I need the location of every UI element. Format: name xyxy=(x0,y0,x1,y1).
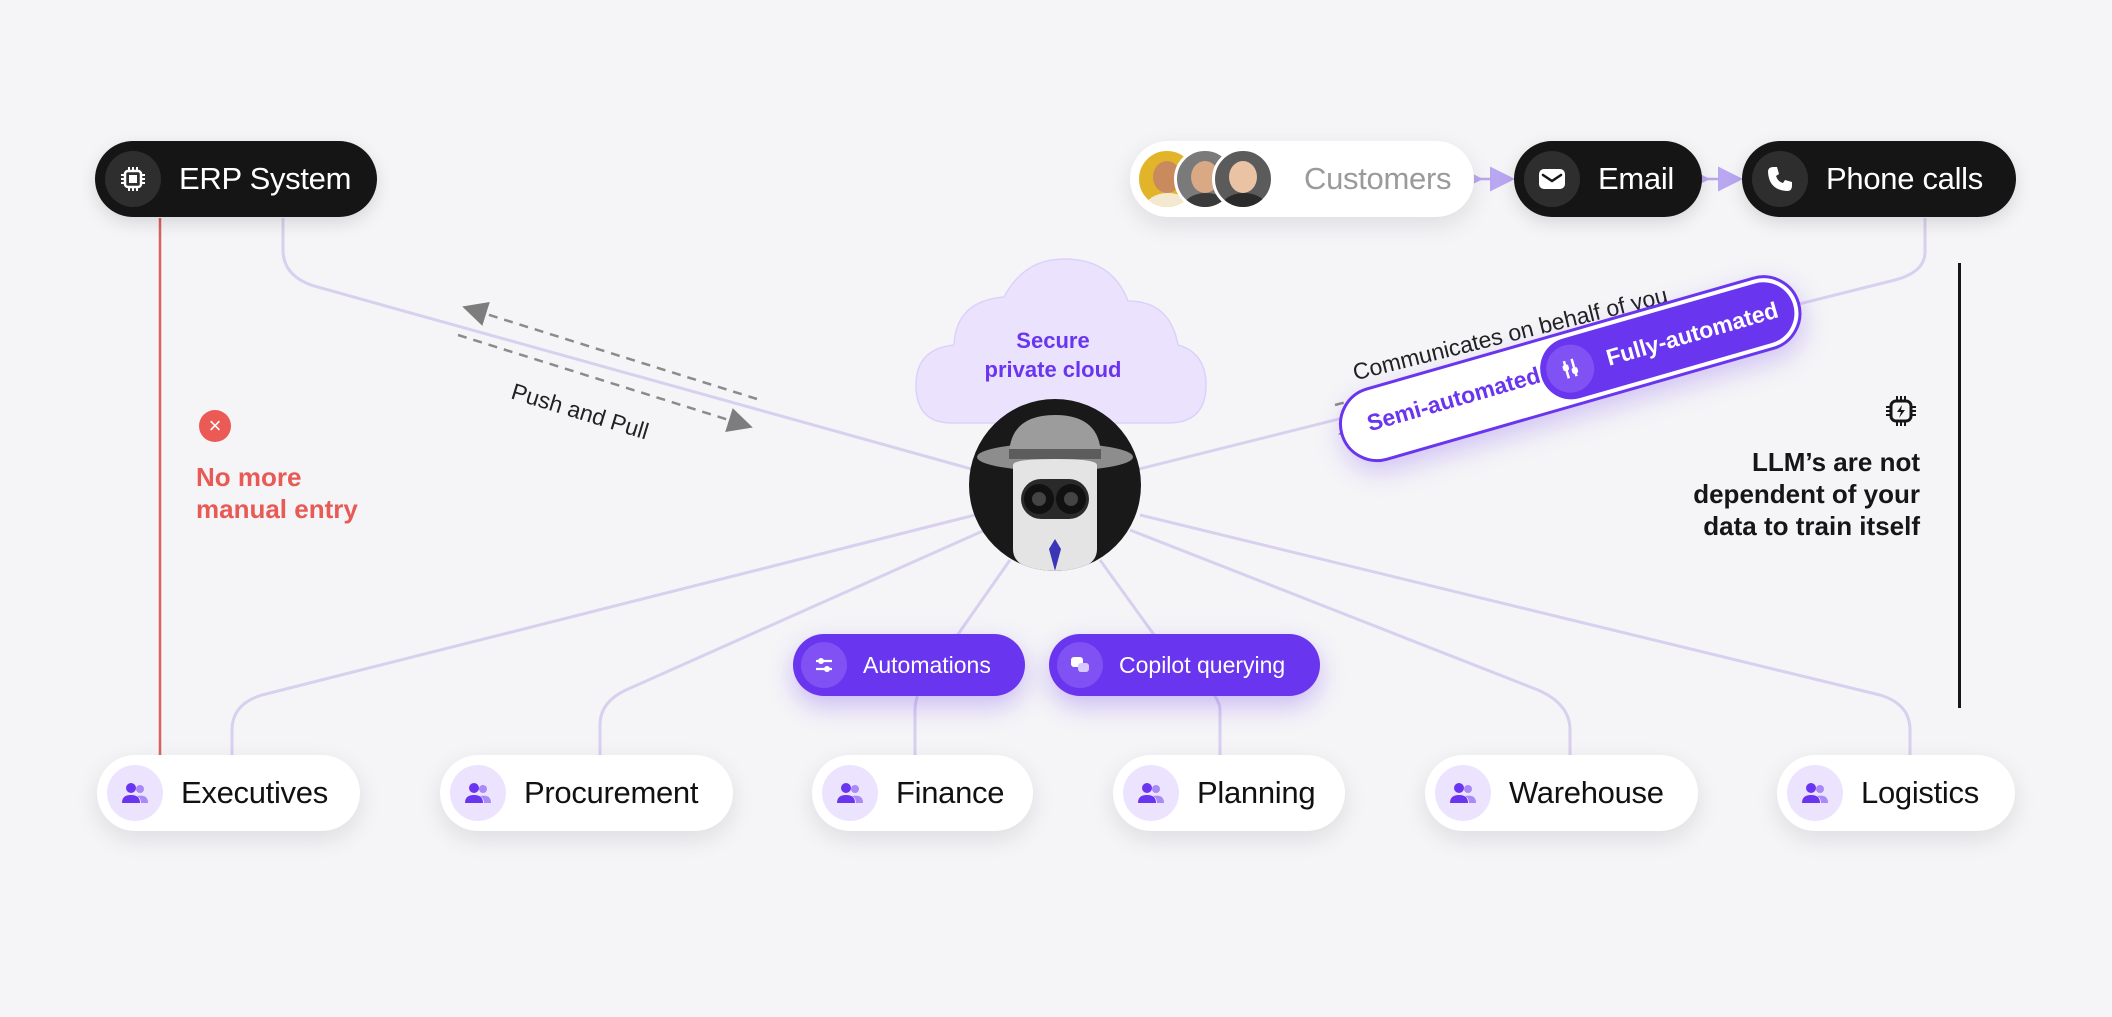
department-label: Planning xyxy=(1197,775,1316,810)
phone-calls-label: Phone calls xyxy=(1826,161,1983,196)
copilot-querying-label: Copilot querying xyxy=(1119,651,1286,678)
department-logistics[interactable]: Logistics xyxy=(1777,755,2015,831)
department-executives[interactable]: Executives xyxy=(97,755,360,831)
phone-icon xyxy=(1752,151,1808,207)
department-label: Procurement xyxy=(524,775,699,810)
customers-label: Customers xyxy=(1304,161,1452,196)
avatar xyxy=(1212,148,1274,210)
sliders-icon xyxy=(801,642,847,688)
divider xyxy=(1958,263,1961,708)
email-node[interactable]: Email xyxy=(1514,141,1702,217)
users-icon xyxy=(1787,765,1843,821)
department-procurement[interactable]: Procurement xyxy=(440,755,733,831)
cloud-icon xyxy=(915,258,1207,424)
phone-calls-node[interactable]: Phone calls xyxy=(1742,141,2016,217)
fully-automated-option[interactable]: Fully-automated xyxy=(1532,274,1802,407)
department-label: Logistics xyxy=(1861,775,1979,810)
close-icon: × xyxy=(199,410,231,442)
copilot-querying-pill[interactable]: Copilot querying xyxy=(1049,634,1320,696)
sliders-icon xyxy=(1540,338,1600,399)
automation-mode-toggle[interactable]: Semi-automated Fully-automated xyxy=(1330,266,1811,472)
users-icon xyxy=(822,765,878,821)
users-icon xyxy=(107,765,163,821)
users-icon xyxy=(450,765,506,821)
department-label: Executives xyxy=(181,775,328,810)
chat-bubbles-icon xyxy=(1057,642,1103,688)
mail-icon xyxy=(1524,151,1580,207)
department-warehouse[interactable]: Warehouse xyxy=(1425,755,1698,831)
department-planning[interactable]: Planning xyxy=(1113,755,1345,831)
erp-system-node[interactable]: ERP System xyxy=(95,141,377,217)
department-label: Finance xyxy=(896,775,1005,810)
users-icon xyxy=(1435,765,1491,821)
department-label: Warehouse xyxy=(1509,775,1664,810)
chip-icon xyxy=(105,151,161,207)
department-finance[interactable]: Finance xyxy=(812,755,1033,831)
robot-agent-avatar xyxy=(969,399,1141,571)
no-manual-entry-note: No more manual entry xyxy=(196,462,358,524)
secure-private-cloud-label: Secure private cloud xyxy=(984,328,1122,382)
automations-pill[interactable]: Automations xyxy=(793,634,1025,696)
chip-icon xyxy=(1886,396,1916,426)
users-icon xyxy=(1123,765,1179,821)
customers-node[interactable]: Customers xyxy=(1130,141,1474,217)
customer-avatar-group xyxy=(1136,148,1274,210)
email-label: Email xyxy=(1598,161,1675,196)
automations-label: Automations xyxy=(863,651,991,678)
erp-system-label: ERP System xyxy=(179,161,352,196)
llm-note: LLM’s are not dependent of your data to … xyxy=(1693,447,1920,541)
